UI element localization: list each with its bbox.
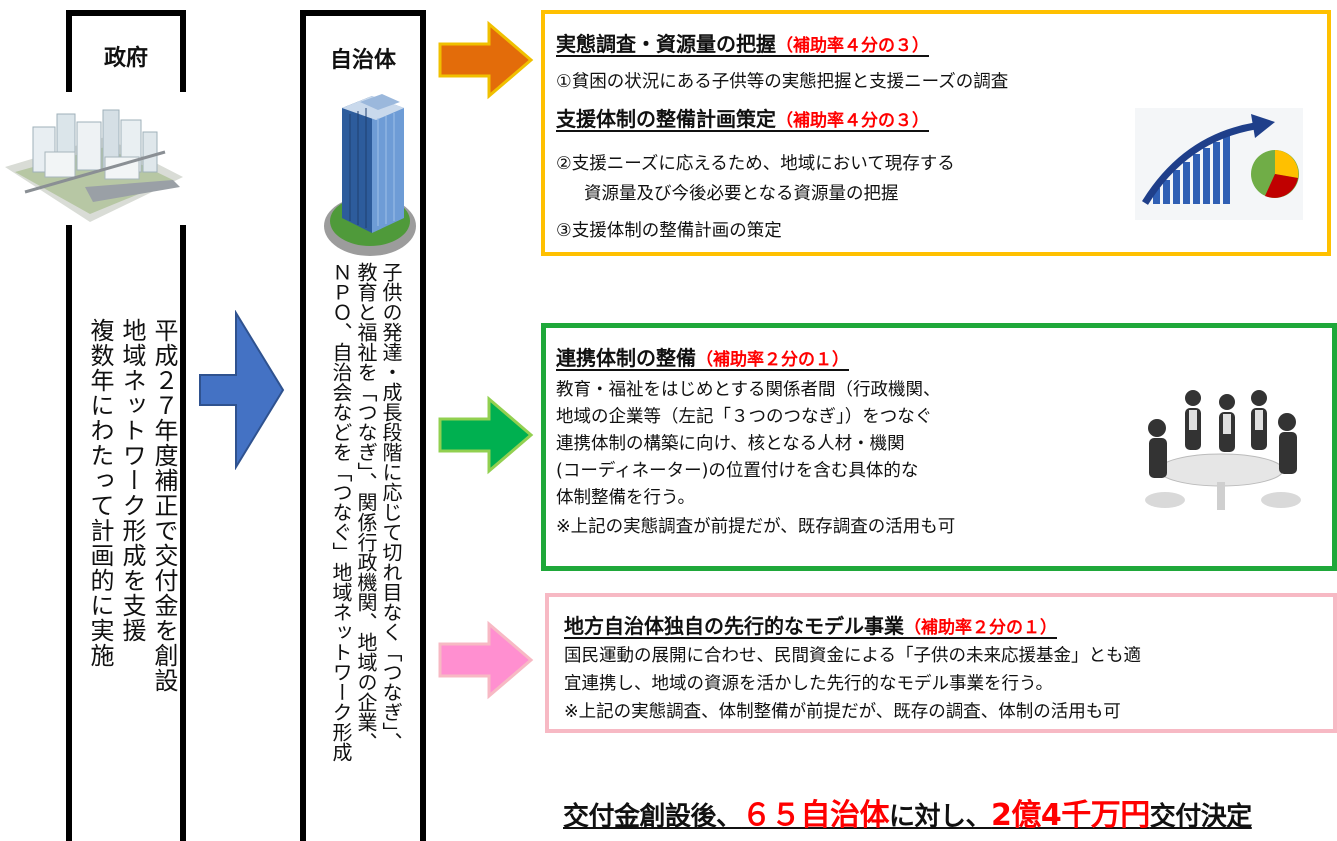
gov-top-line (66, 10, 186, 16)
footer-part-3: に対し、 (889, 802, 992, 832)
plan-rate: （補助率４分の３） (776, 111, 929, 131)
coordination-line-6: ※上記の実態調査が前提だが、既存調査の活用も可 (556, 517, 956, 537)
gov-right-line-top (180, 10, 186, 92)
coordination-line-3: 連携体制の構築に向け、核となる人材・機関 (556, 434, 905, 454)
gov-title: 政府 (103, 46, 148, 71)
coordination-box (541, 323, 1337, 571)
gov-left-line-bottom (66, 225, 72, 841)
meeting-people-icon (1135, 378, 1307, 518)
survey-heading-text: 実態調査・資源量の把握 (556, 32, 776, 56)
coordination-heading-text: 連携体制の整備 (556, 346, 696, 370)
survey-rate: （補助率４分の３） (776, 36, 929, 56)
gov-right-line-bottom (180, 225, 186, 841)
plan-heading: 支援体制の整備計画策定（補助率４分の３） (556, 103, 929, 132)
coordination-line-5: 体制整備を行う。 (556, 488, 695, 508)
grant-result-footer: 交付金創設後、６５自治体に対し、2億4千万円交付決定 (563, 790, 1252, 834)
coordination-line-4: (コーディネーター)の位置付けを含む具体的な (556, 461, 919, 481)
muni-right-line (420, 10, 426, 841)
coordination-heading: 連携体制の整備（補助率２分の１） (556, 342, 849, 371)
model-line-3: ※上記の実態調査、体制整備が前提だが、既存の調査、体制の活用も可 (564, 702, 1121, 722)
plan-item-2b: 資源量及び今後必要となる資源量の把握 (584, 184, 899, 204)
footer-municipality-count: ６５自治体 (741, 798, 890, 833)
model-heading: 地方自治体独自の先行的なモデル事業（補助率２分の１） (564, 610, 1057, 639)
city-buildings-icon (5, 92, 183, 222)
survey-heading: 実態調査・資源量の把握（補助率４分の３） (556, 28, 929, 57)
muni-text: 子供の発達・成長段階に応じて切れ目なく「つなぎ」、 教育と福祉を「つなぎ」、関係… (329, 262, 403, 762)
muni-left-line (300, 10, 306, 841)
pink-arrow-icon (437, 620, 535, 700)
orange-arrow-icon (437, 20, 535, 100)
coordination-line-2: 地域の企業等（左記「３つのつなぎ」）をつなぐ (556, 407, 933, 427)
growth-chart-icon (1135, 108, 1303, 220)
footer-part-1: 交付金創設後、 (563, 802, 742, 832)
model-line-1: 国民運動の展開に合わせ、民間資金による「子供の未来応援基金」とも適 (564, 646, 1141, 666)
footer-part-5: 交付決定 (1149, 802, 1253, 832)
big-blue-arrow-icon (196, 309, 286, 471)
model-rate: （補助率２分の１） (904, 618, 1057, 638)
footer-amount: 2億4千万円 (991, 798, 1150, 833)
green-arrow-icon (437, 395, 535, 475)
coordination-line-1: 教育・福祉をはじめとする関係者間（行政機関、 (556, 380, 941, 400)
plan-heading-text: 支援体制の整備計画策定 (556, 107, 776, 131)
plan-item-3: ③支援体制の整備計画の策定 (556, 221, 782, 241)
survey-item-1: ①貧困の状況にある子供等の実態把握と支援ニーズの調査 (556, 72, 1009, 92)
office-tower-icon (320, 78, 420, 260)
muni-title: 自治体 (329, 48, 396, 73)
model-project-box (545, 593, 1337, 733)
coordination-rate: （補助率２分の１） (696, 350, 849, 370)
gov-text: 平成２７年度補正で交付金を創設 地域ネットワーク形成を支援 複数年にわたって計画… (86, 318, 178, 693)
model-heading-text: 地方自治体独自の先行的なモデル事業 (564, 614, 904, 638)
plan-item-2a: ②支援ニーズに応えるため、地域において現存する (556, 154, 955, 174)
gov-left-line-top (66, 10, 72, 92)
model-line-2: 宜連携し、地域の資源を活かした先行的なモデル事業を行う。 (564, 674, 1053, 694)
muni-top-line (300, 10, 426, 16)
